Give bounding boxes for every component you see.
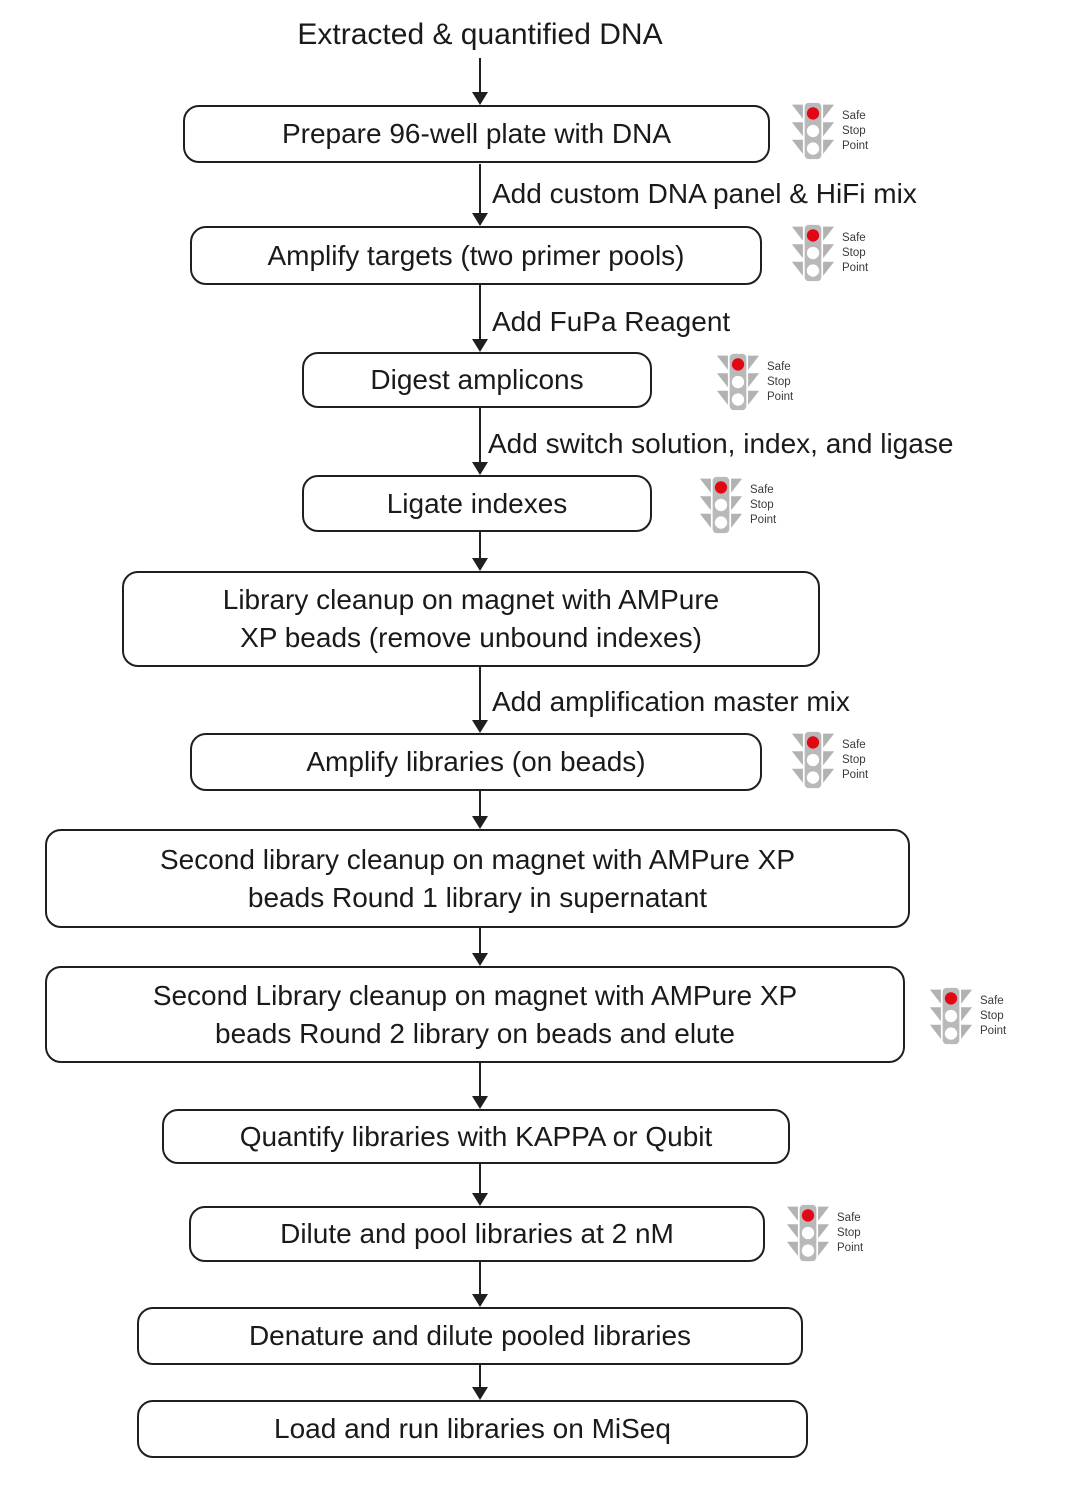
step-label-line1: Second library cleanup on magnet with AM… [159,843,796,875]
traffic-light-icon [929,987,973,1045]
safe-stop-point-label: Safe Stop Point [842,109,869,152]
step-label: Amplify targets (two primer pools) [267,239,685,271]
down-arrow-6 [472,667,488,733]
safe-stop-point-label: Safe Stop Point [980,994,1007,1037]
step-label: Load and run libraries on MiSeq [274,1413,671,1444]
step-label: Denature and dilute pooled libraries [248,1320,692,1351]
traffic-light-icon [791,224,835,282]
step-ligate-indexes: Ligate indexes [302,475,652,532]
down-arrow-8 [472,928,488,966]
arrow-label-add-amplification-mix: Add amplification master mix [492,686,850,717]
down-arrow-1 [472,58,488,105]
down-arrow-11 [472,1262,488,1307]
step-label: Digest amplicons [370,364,584,395]
step-label: Amplify libraries (on beads) [306,746,646,777]
down-arrow-3 [472,285,488,352]
step-label-line1: Library cleanup on magnet with AMPure [222,584,720,615]
traffic-light-icon [786,1204,830,1262]
step-label: Quantify libraries with KAPPA or Qubit [239,1120,713,1152]
step-label-line2: beads Round 1 library in supernatant [247,881,708,913]
step-label: Dilute and pool libraries at 2 nM [280,1218,674,1249]
step-prepare-plate: Prepare 96-well plate with DNA [183,105,770,163]
arrow-label-add-switch-solution: Add switch solution, index, and ligase [488,428,954,459]
step-dilute-pool: Dilute and pool libraries at 2 nM [189,1206,765,1262]
safe-stop-point-indicator: Safe Stop Point [790,731,868,789]
safe-stop-point-label: Safe Stop Point [750,483,777,526]
safe-stop-point-label: Safe Stop Point [842,738,869,781]
safe-stop-point-label: Safe Stop Point [842,231,869,274]
step-label: Ligate indexes [386,487,568,519]
down-arrow-12 [472,1365,488,1400]
traffic-light-icon [699,476,743,534]
down-arrow-9 [472,1063,488,1109]
step-quantify-libraries: Quantify libraries with KAPPA or Qubit [162,1109,790,1164]
traffic-light-icon [791,102,835,160]
traffic-light-icon [716,353,760,411]
step-label-line2: XP beads (remove unbound indexes) [240,622,702,653]
safe-stop-point-indicator: Safe Stop Point [790,102,868,160]
safe-stop-point-indicator: Safe Stop Point [785,1204,863,1262]
arrow-label-add-fupa-reagent: Add FuPa Reagent [492,306,731,337]
safe-stop-point-label: Safe Stop Point [767,360,794,403]
safe-stop-point-indicator: Safe Stop Point [715,353,793,411]
step-digest-amplicons: Digest amplicons [302,352,652,408]
flow-start-label: Extracted & quantified DNA [297,18,663,51]
down-arrow-10 [472,1164,488,1206]
safe-stop-point-indicator: Safe Stop Point [698,476,776,534]
step-library-cleanup: Library cleanup on magnet with AMPure XP… [122,571,820,667]
down-arrow-2 [472,164,488,226]
traffic-light-icon [791,731,835,789]
down-arrow-7 [472,791,488,829]
down-arrow-4 [472,408,488,475]
step-label: Prepare 96-well plate with DNA [281,118,672,149]
step-amplify-targets: Amplify targets (two primer pools) [190,226,762,285]
safe-stop-point-indicator: Safe Stop Point [790,224,868,282]
step-second-cleanup-round2: Second Library cleanup on magnet with AM… [45,966,905,1063]
step-amplify-libraries: Amplify libraries (on beads) [190,733,762,791]
step-load-run-miseq: Load and run libraries on MiSeq [137,1400,808,1458]
arrow-label-add-custom-dna-panel: Add custom DNA panel & HiFi mix [492,178,917,209]
step-label-line2: beads Round 2 library on beads and elute [215,1017,735,1049]
down-arrow-5 [472,532,488,571]
safe-stop-point-label: Safe Stop Point [837,1211,864,1254]
step-second-cleanup-round1: Second library cleanup on magnet with AM… [45,829,910,928]
step-label-line1: Second Library cleanup on magnet with AM… [152,979,798,1011]
step-denature-dilute: Denature and dilute pooled libraries [137,1307,803,1365]
safe-stop-point-indicator: Safe Stop Point [928,987,1006,1045]
